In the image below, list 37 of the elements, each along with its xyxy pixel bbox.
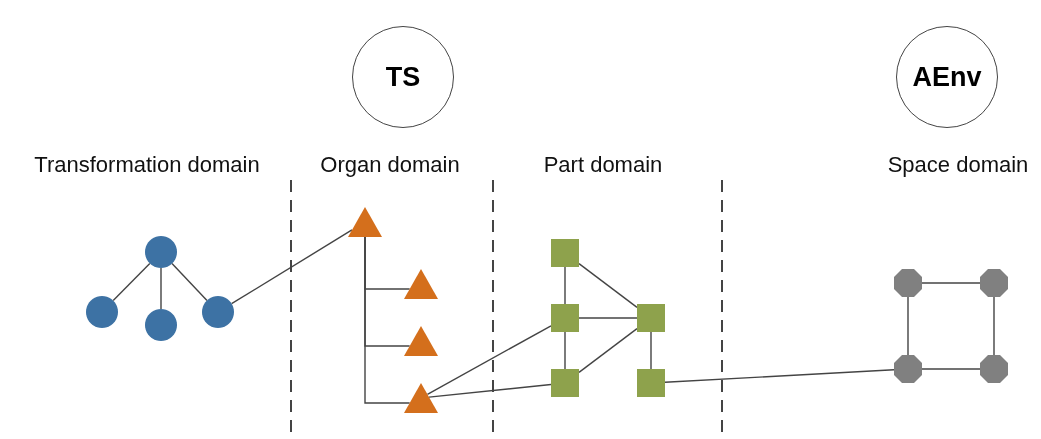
triangle-node [404, 383, 438, 413]
octagon-node [980, 355, 1008, 383]
square-node [637, 369, 665, 397]
connector-line [112, 262, 151, 302]
node-label: AEnv [912, 61, 982, 93]
connector-line [907, 296, 909, 356]
connector-line [664, 369, 895, 383]
connector-line [578, 317, 638, 319]
octagon-node [894, 269, 922, 297]
connector-line [160, 267, 162, 310]
triangle-node [348, 207, 382, 237]
octagon-node [894, 355, 922, 383]
connector-line [578, 327, 638, 374]
square-node [637, 304, 665, 332]
connector-line [230, 229, 353, 305]
domain-label: Space domain [887, 152, 1029, 178]
square-node [551, 369, 579, 397]
connector-line [650, 331, 652, 370]
connector-line [564, 331, 566, 370]
connector-line [364, 236, 411, 404]
triangle-node [404, 269, 438, 299]
node-label: TS [385, 61, 421, 93]
connector-line [993, 296, 995, 356]
connector-line [426, 325, 552, 396]
connector-line [921, 368, 981, 370]
square-node [551, 239, 579, 267]
connector-line [428, 383, 552, 398]
domain-label: Transformation domain [34, 152, 260, 178]
triangle-node [404, 326, 438, 356]
connector-line [578, 262, 638, 309]
domain-label: Part domain [543, 152, 663, 178]
domain-label: Organ domain [320, 152, 460, 178]
octagon-node [980, 269, 1008, 297]
connector-line [564, 266, 566, 305]
connector-line [921, 282, 981, 284]
square-node [551, 304, 579, 332]
connector-line [171, 262, 208, 302]
